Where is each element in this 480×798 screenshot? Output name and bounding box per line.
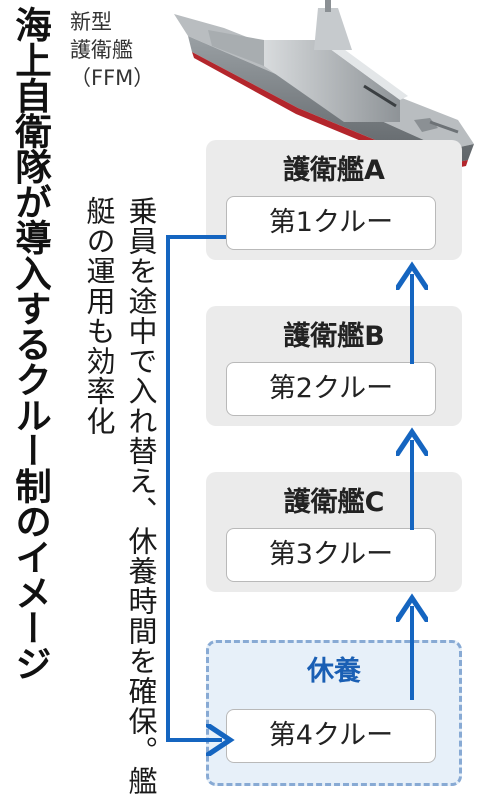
panel-rest: 休養 第4クルー [206,640,462,786]
crew-box: 第4クルー [226,709,436,763]
ship-label-line: 新型 [70,10,112,34]
main-title: 海上自衛隊が導入するクルー制のイメージ [9,6,52,681]
arrow-to-rest [166,235,226,740]
panel-title: 休養 [307,656,361,687]
panel-ship-a: 護衛艦A 第1クルー [206,140,462,260]
crew-box: 第2クルー [226,362,436,416]
warship-illustration [174,0,474,170]
description-text: 乗員を途中で入れ替え、休養時間を確保。艦艇の運用も効率化 [82,196,158,796]
crew-box: 第1クルー [226,196,436,250]
ship-label-line: 護衛艦 [70,38,133,62]
ship-label-line: （FFM） [70,66,155,90]
ship-label: 新型 護衛艦 （FFM） [70,8,154,92]
panel-title: 護衛艦A [283,155,385,186]
crew-box: 第3クルー [226,528,436,582]
panel-ship-c: 護衛艦C 第3クルー [206,472,462,592]
panel-title: 護衛艦C [283,487,385,518]
panel-title: 護衛艦B [283,321,385,352]
panel-ship-b: 護衛艦B 第2クルー [206,306,462,426]
